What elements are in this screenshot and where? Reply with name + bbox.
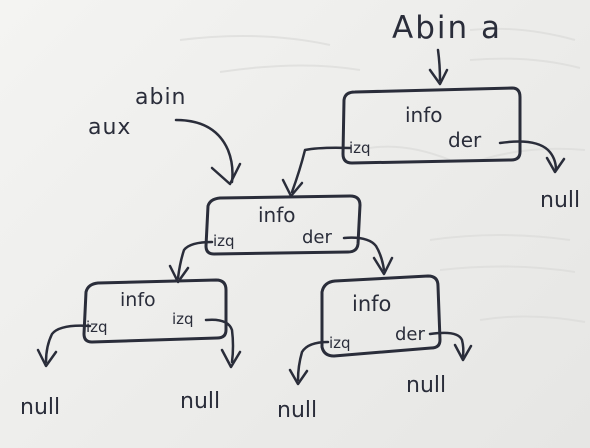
node-info-label: info [352, 292, 391, 316]
node-info-label: info [258, 203, 296, 227]
arrow-abin-a-to-root [428, 48, 449, 86]
null-lr-left: null [277, 398, 317, 423]
node-box [82, 278, 228, 344]
edge-lr-right [428, 331, 473, 362]
edge-ll-left [36, 324, 92, 368]
tree-node-left-left: info izq izq [82, 278, 228, 344]
node-info-label: info [120, 289, 156, 311]
node-right-label: izq [172, 310, 194, 328]
pointer-label-abin: abin [135, 85, 187, 110]
pointer-label-abin-a: Abin a [392, 10, 502, 46]
node-box [204, 194, 362, 256]
edge-lr-left [288, 340, 330, 386]
background-show-through [179, 27, 586, 323]
node-left-label: izq [349, 139, 371, 157]
pointer-label-aux: aux [88, 115, 131, 140]
node-right-label: der [302, 227, 333, 248]
node-left-label: izq [213, 232, 235, 250]
node-box [320, 274, 442, 358]
node-info-label: info [405, 103, 443, 127]
node-box [341, 86, 522, 165]
tree-node-left-right: info izq der [320, 274, 442, 358]
null-lr-right: null [406, 373, 446, 398]
edge-root-left [281, 146, 352, 198]
node-left-label: izq [86, 318, 108, 336]
null-root-right: null [540, 188, 580, 213]
edge-mid-right [342, 236, 394, 276]
tree-node-mid: info izq der [204, 194, 362, 256]
null-ll-left: null [20, 395, 60, 420]
node-left-label: izq [329, 334, 351, 352]
node-right-label: der [448, 128, 482, 152]
null-ll-right: null [180, 389, 220, 414]
tree-node-root: info izq der [341, 86, 522, 165]
edge-root-right [498, 140, 566, 174]
node-right-label: der [395, 324, 426, 345]
arrow-abin-to-mid-node [174, 118, 242, 186]
edge-ll-right [204, 318, 242, 369]
